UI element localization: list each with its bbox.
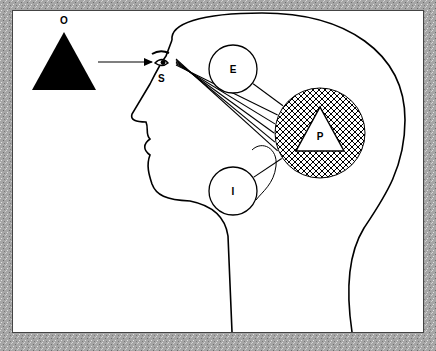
connector [98, 62, 152, 63]
head-outline [172, 13, 405, 332]
crosshatched-circle [275, 88, 365, 178]
perception-circle: P [274, 87, 366, 179]
eye-sensor: S [152, 54, 176, 88]
node-letter: I [208, 186, 258, 197]
node-letter: O [30, 15, 98, 26]
circle-outline [209, 45, 257, 93]
connector-line [98, 61, 152, 62]
eyebrow [152, 51, 169, 54]
node-letter: E [208, 64, 258, 75]
connector-line [253, 84, 283, 106]
connector [253, 84, 283, 106]
connector [254, 159, 282, 178]
i-circle: I [208, 166, 258, 216]
white-panel [13, 11, 424, 333]
pupil [161, 60, 166, 65]
node-letter: S [158, 73, 165, 84]
white-triangle [296, 107, 344, 151]
black-triangle [32, 32, 96, 90]
object-triangle: O [30, 12, 98, 92]
e-circle: E [208, 44, 258, 94]
eye-shape [155, 60, 168, 66]
circle-outline [209, 167, 257, 215]
connector-line [254, 159, 282, 178]
node-letter: P [274, 131, 366, 142]
